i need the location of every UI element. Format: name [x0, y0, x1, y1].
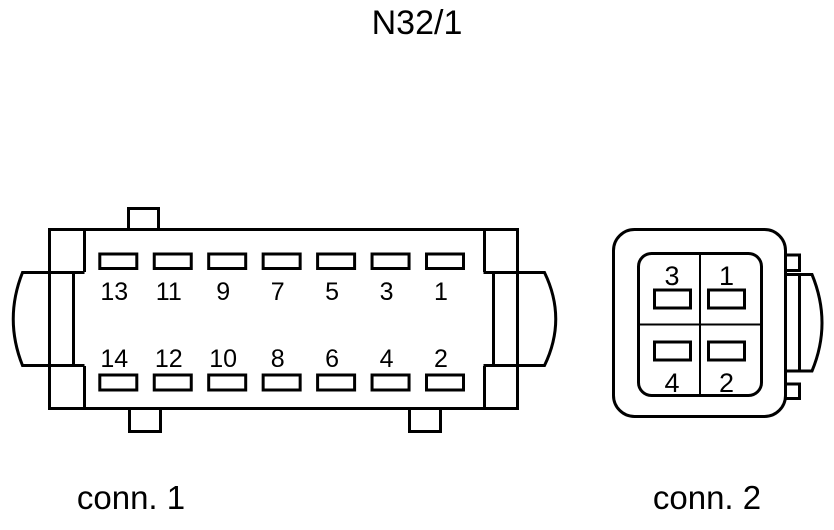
- connector2-top-tab: [785, 253, 801, 272]
- pin-number-label: 3: [380, 278, 394, 306]
- pin-number-label: 8: [271, 345, 285, 373]
- pin-rect: [653, 288, 692, 310]
- pin-number-label: 6: [325, 345, 339, 373]
- pin-number-label: 11: [156, 278, 182, 306]
- pin-number-label: 1: [434, 278, 448, 306]
- pin-number-label: 5: [325, 278, 339, 306]
- pin-number-label: 4: [664, 368, 679, 398]
- pin-rect: [261, 252, 302, 270]
- pin-rect: [653, 340, 692, 362]
- connector1-bottom-tab-left: [128, 408, 162, 433]
- connector1-body: [48, 228, 519, 410]
- connector2-right-wing: [785, 273, 824, 373]
- pin-number-label: 12: [155, 345, 183, 373]
- pin-rect: [152, 252, 193, 270]
- component-designation: N32/1: [371, 4, 463, 42]
- pin-rect: [261, 373, 302, 392]
- pin-number-label: 1: [719, 261, 734, 291]
- connector1-bottom-tab-right: [408, 408, 442, 433]
- pin-number-label: 2: [434, 345, 448, 373]
- pin-rect: [425, 252, 465, 270]
- pin-number-label: 9: [216, 278, 230, 306]
- pin-rect: [707, 340, 746, 362]
- pin-number-label: 3: [664, 261, 679, 291]
- pin-rect: [707, 288, 746, 310]
- connector2-drawing: 3 1 4 2: [612, 228, 824, 418]
- connector1-pins: 13 11 9 7 5 3 1 14 12 10 8 6 4 2: [98, 252, 465, 392]
- connector2-bottom-tab: [785, 382, 801, 400]
- pin-rect: [425, 373, 465, 392]
- connector1-top-tab: [127, 207, 160, 230]
- pin-rect: [316, 252, 357, 270]
- pin-rect: [316, 373, 357, 392]
- pin-number-label: 4: [380, 345, 394, 373]
- pin-number-label: 2: [719, 368, 734, 398]
- connector1-left-wing: [11, 271, 85, 367]
- connector1-caption: conn. 1: [76, 479, 186, 516]
- pin-rect: [370, 373, 411, 392]
- pin-number-label: 7: [271, 278, 285, 306]
- pin-rect: [370, 252, 411, 270]
- connector2-divider-cross: [639, 254, 761, 395]
- pin-rect: [152, 373, 193, 392]
- connector2-housing: [612, 228, 787, 418]
- pin-rect: [207, 252, 248, 270]
- connector2-pins: 3 1 4 2: [653, 261, 746, 398]
- pin-number-label: 13: [100, 278, 128, 306]
- pin-rect: [98, 373, 139, 392]
- connector1-drawing: 13 11 9 7 5 3 1 14 12 10 8 6 4 2: [11, 207, 558, 433]
- pin-rect: [98, 252, 139, 270]
- connector2-caption: conn. 2: [652, 479, 762, 516]
- connector2-insert: [637, 252, 763, 397]
- pin-number-label: 14: [100, 345, 128, 373]
- pin-rect: [207, 373, 248, 392]
- connector1-right-wing: [483, 271, 558, 367]
- pin-number-label: 10: [209, 345, 237, 373]
